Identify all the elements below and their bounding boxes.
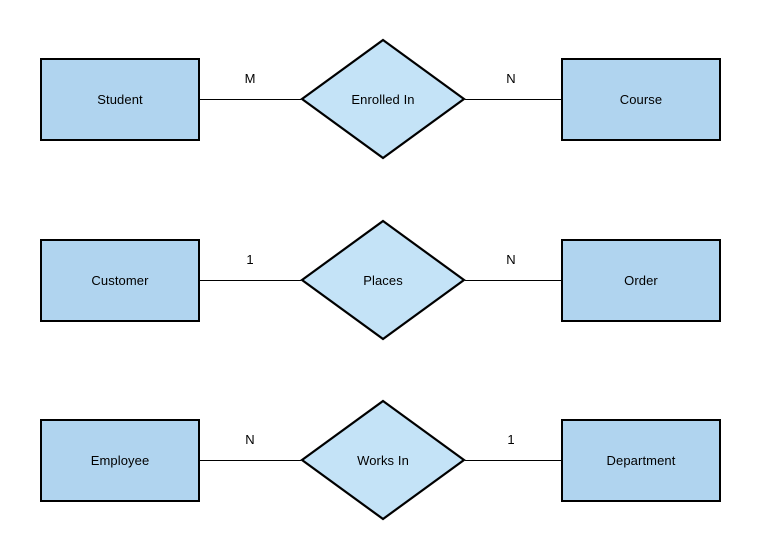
connector-line-left	[200, 460, 301, 461]
diamond-shape-icon	[300, 219, 466, 341]
relationship-diamond[interactable]: Enrolled In	[300, 38, 466, 160]
diamond-shape-icon	[300, 38, 466, 160]
cardinality-label-left: 1	[246, 252, 254, 267]
connector-line-left	[200, 99, 301, 100]
cardinality-label-right: N	[506, 71, 516, 86]
cardinality-label-right: N	[506, 252, 516, 267]
cardinality-label-left: M	[244, 71, 256, 86]
relationship-diamond[interactable]: Places	[300, 219, 466, 341]
entity-label: Student	[97, 92, 143, 107]
relationship-row: Employee N Works In 1 Department	[0, 381, 761, 541]
relationship-row: Customer 1 Places N Order	[0, 201, 761, 361]
relationship-diamond[interactable]: Works In	[300, 399, 466, 521]
entity-label: Order	[624, 273, 658, 288]
cardinality-label-right: 1	[507, 432, 515, 447]
connector-line-left	[200, 280, 301, 281]
entity-label: Course	[619, 92, 663, 107]
entity-box-left[interactable]: Employee	[40, 419, 200, 502]
entity-label: Employee	[90, 453, 150, 468]
entity-label: Department	[606, 453, 676, 468]
connector-line-right	[465, 99, 562, 100]
connector-line-right	[465, 460, 562, 461]
entity-box-right[interactable]: Order	[561, 239, 721, 322]
entity-box-right[interactable]: Department	[561, 419, 721, 502]
relationship-row: Student M Enrolled In N Course	[0, 20, 761, 180]
entity-label: Customer	[91, 273, 149, 288]
cardinality-label-left: N	[245, 432, 255, 447]
diamond-shape-icon	[300, 399, 466, 521]
entity-box-right[interactable]: Course	[561, 58, 721, 141]
entity-box-left[interactable]: Student	[40, 58, 200, 141]
entity-box-left[interactable]: Customer	[40, 239, 200, 322]
connector-line-right	[465, 280, 562, 281]
